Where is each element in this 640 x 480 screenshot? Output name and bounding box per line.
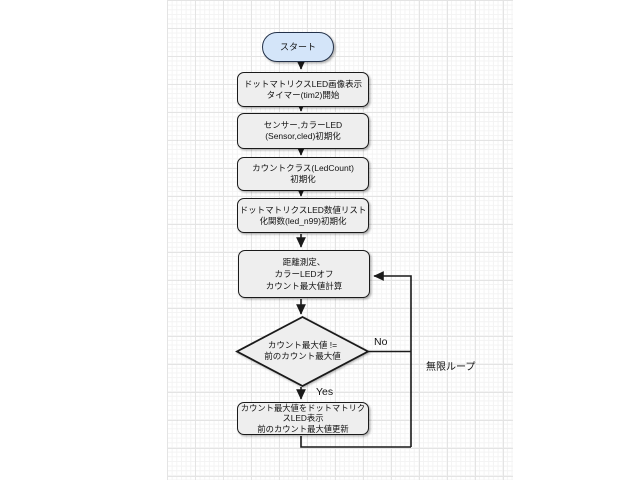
infinite-loop-annotation: 無限ループ [426, 362, 476, 373]
process-node-measure: 距離測定、 カラーLEDオフ カウント最大値計算 [238, 250, 370, 298]
start-node: スタート [262, 32, 334, 62]
process-node-init-list: ドットマトリクスLED数値リスト 化関数(led_n99)初期化 [237, 198, 369, 233]
decision-node-label: カウント最大値 != 前のカウント最大値 [264, 340, 341, 361]
process-node-init-timer: ドットマトリクスLED画像表示 タイマー(tim2)開始 [237, 72, 369, 107]
edge-label-yes: Yes [316, 386, 334, 398]
edge-label-no: No [374, 336, 388, 348]
process-node-display: カウント最大値をドットマトリク スLED表示 前のカウント最大値更新 [237, 402, 369, 435]
process-node-init-count: カウントクラス(LedCount) 初期化 [237, 157, 369, 191]
process-node-init-sensor: センサー,カラーLED (Sensor,cled)初期化 [237, 113, 369, 149]
